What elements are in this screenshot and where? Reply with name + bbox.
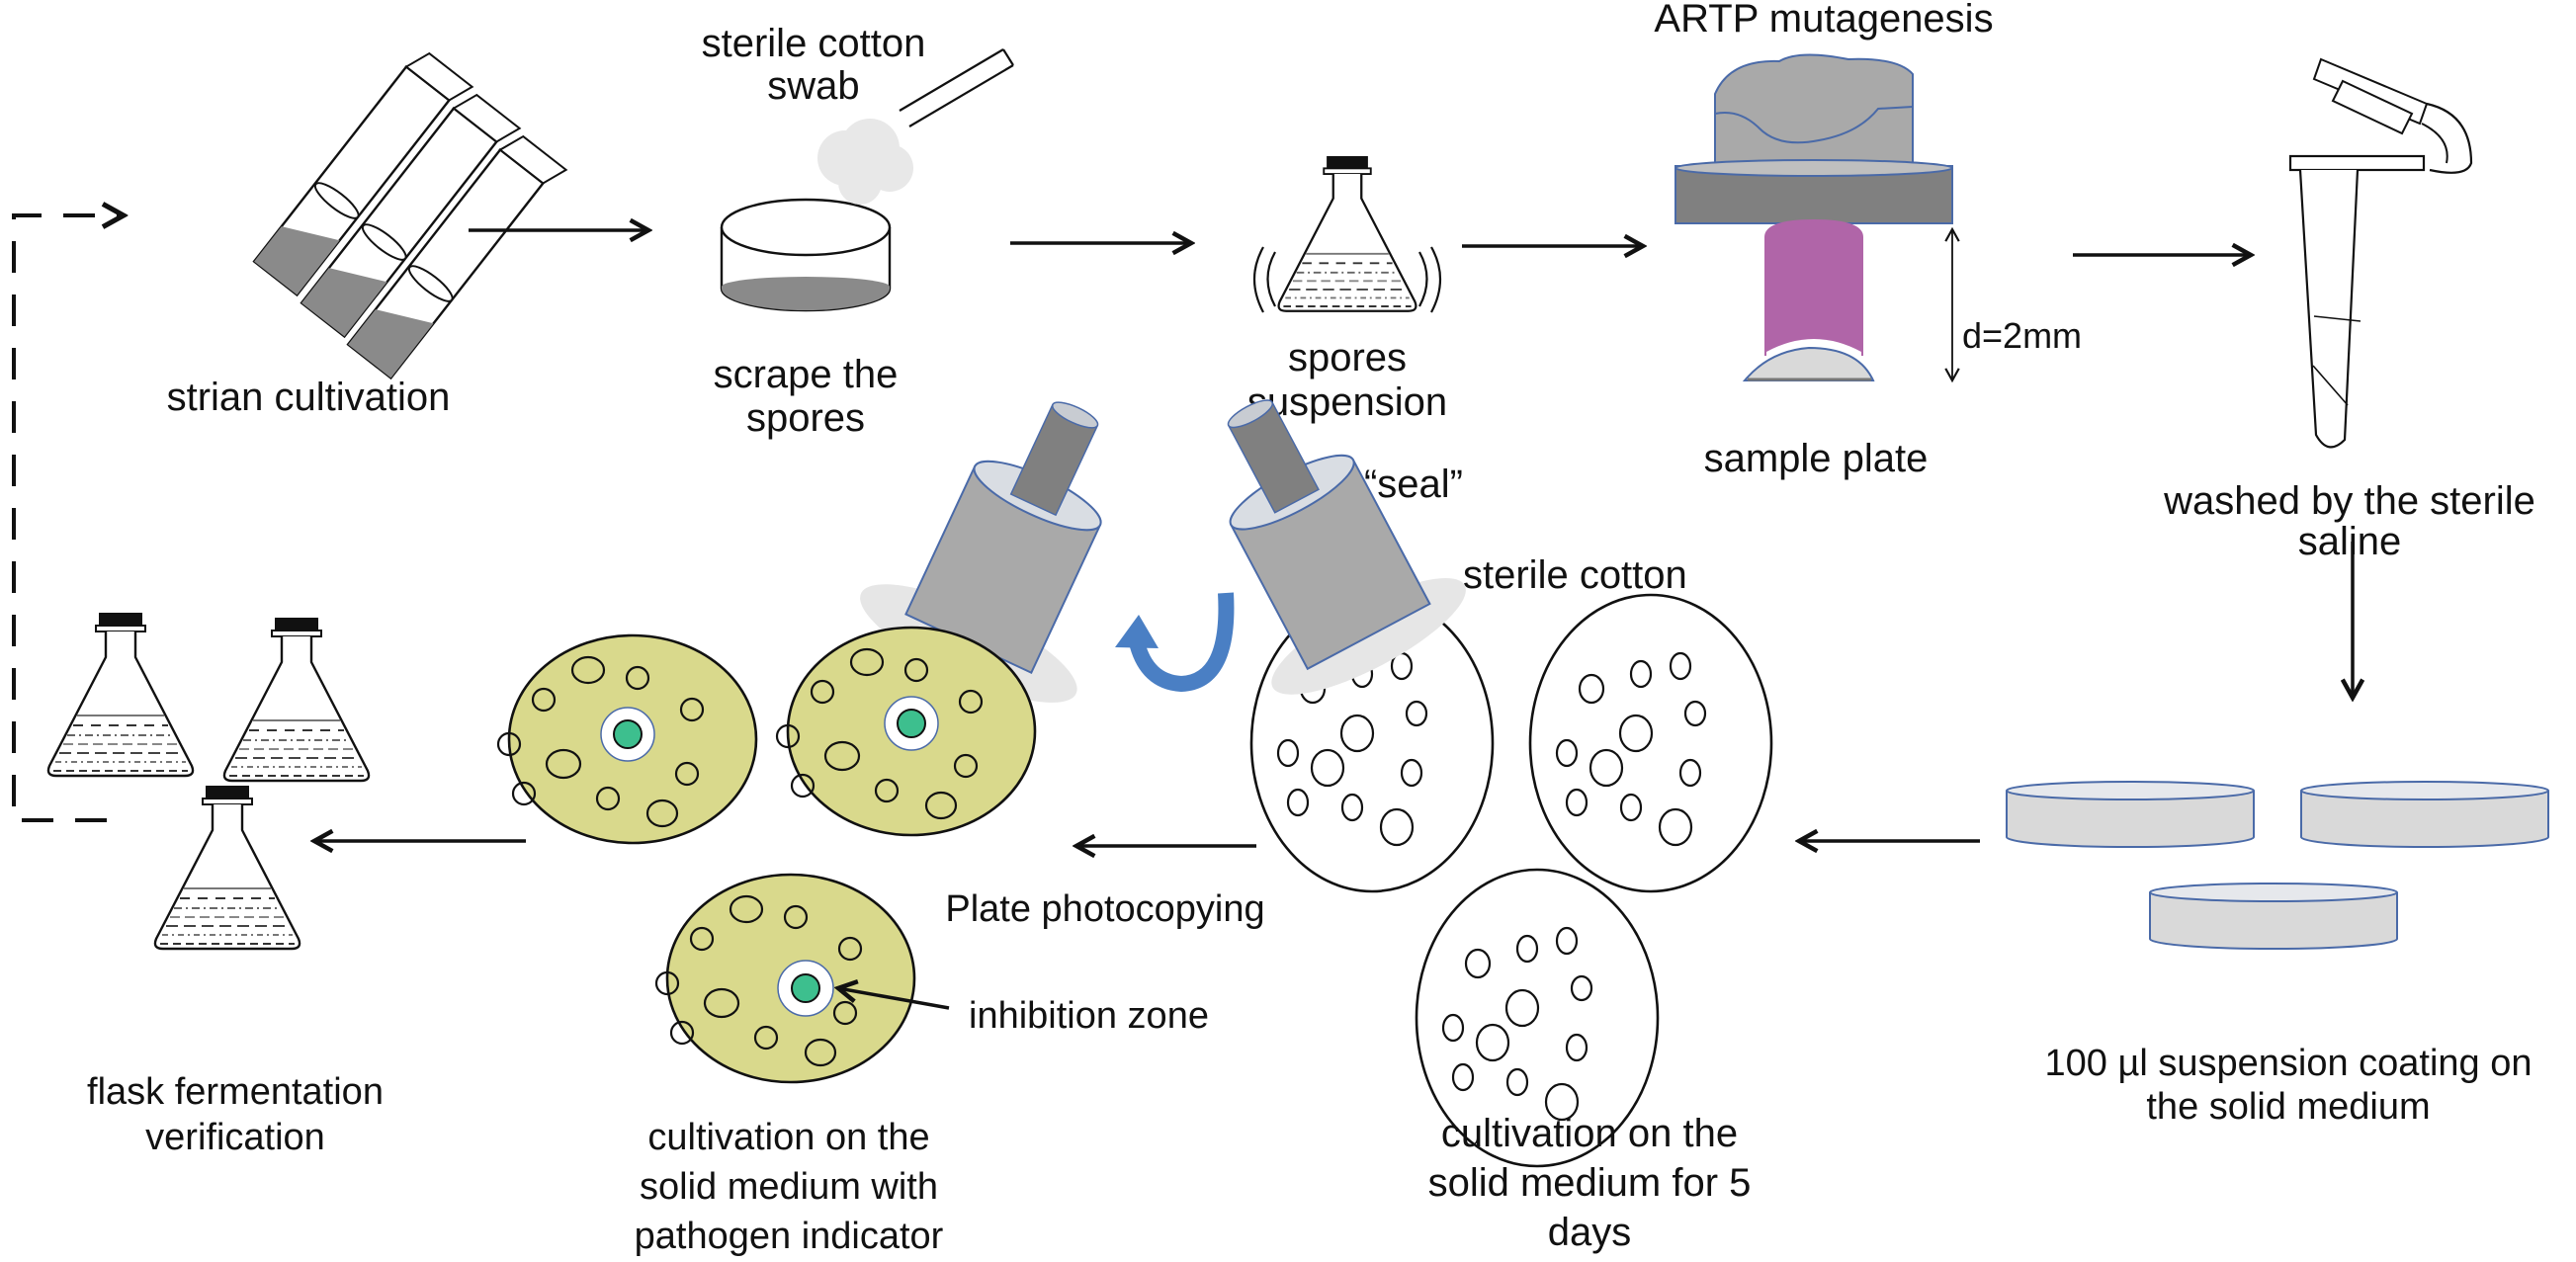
- inhibition-zone-pointer: [838, 988, 950, 1010]
- label-indicator-1: cultivation on the: [647, 1117, 929, 1158]
- label-scrape-spores-2: spores: [746, 396, 865, 440]
- petri-dishes-icon: [2006, 781, 2549, 950]
- label-flask-1: flask fermentation: [87, 1071, 384, 1113]
- label-sterile-cotton-swab-2: swab: [767, 64, 859, 108]
- label-plate-photocopying: Plate photocopying: [945, 888, 1264, 930]
- label-flask-2: verification: [145, 1117, 325, 1158]
- label-seal: “seal”: [1364, 463, 1463, 506]
- label-sterile-cotton: sterile cotton: [1463, 553, 1687, 597]
- label-indicator-2: solid medium with: [640, 1166, 938, 1208]
- label-artp-mutagenesis: ARTP mutagenesis: [1654, 0, 1993, 41]
- label-scrape-spores-1: scrape the: [714, 353, 899, 396]
- label-strain-cultivation: strian cultivation: [167, 376, 451, 419]
- label-inhibition-zone: inhibition zone: [969, 995, 1209, 1037]
- label-cultivation-5d-1: cultivation on the: [1441, 1112, 1738, 1155]
- cotton-swab-icon: [817, 48, 1014, 205]
- indicator-plates-icon: [496, 626, 1037, 1084]
- label-washed-2: saline: [2298, 520, 2402, 563]
- label-cultivation-5d-3: days: [1548, 1211, 1632, 1254]
- label-washed-1: washed by the sterile: [2163, 479, 2535, 523]
- label-coating-2: the solid medium: [2146, 1086, 2430, 1128]
- slant-tubes-icon: [252, 51, 568, 380]
- replica-seal-right-icon: [1227, 399, 1466, 695]
- label-sample-plate: sample plate: [1704, 437, 1929, 480]
- fermentation-flasks-icon: [46, 611, 371, 951]
- petri-dish-icon: [720, 198, 892, 312]
- rotate-arrow-icon: [1115, 592, 1235, 693]
- artp-device-icon: [1674, 53, 1953, 381]
- label-spores-suspension-1: spores: [1288, 336, 1407, 379]
- shaking-flask-icon: [1253, 154, 1441, 313]
- label-cultivation-5d-2: solid medium for 5: [1428, 1161, 1752, 1205]
- label-coating-1: 100 µl suspension coating on: [2044, 1043, 2532, 1084]
- microcentrifuge-tube-icon: [2288, 57, 2473, 449]
- label-indicator-3: pathogen indicator: [635, 1216, 944, 1257]
- label-distance: d=2mm: [1962, 315, 2082, 356]
- label-sterile-cotton-swab-1: sterile cotton: [702, 22, 926, 65]
- feedback-loop-arrow: [12, 215, 124, 822]
